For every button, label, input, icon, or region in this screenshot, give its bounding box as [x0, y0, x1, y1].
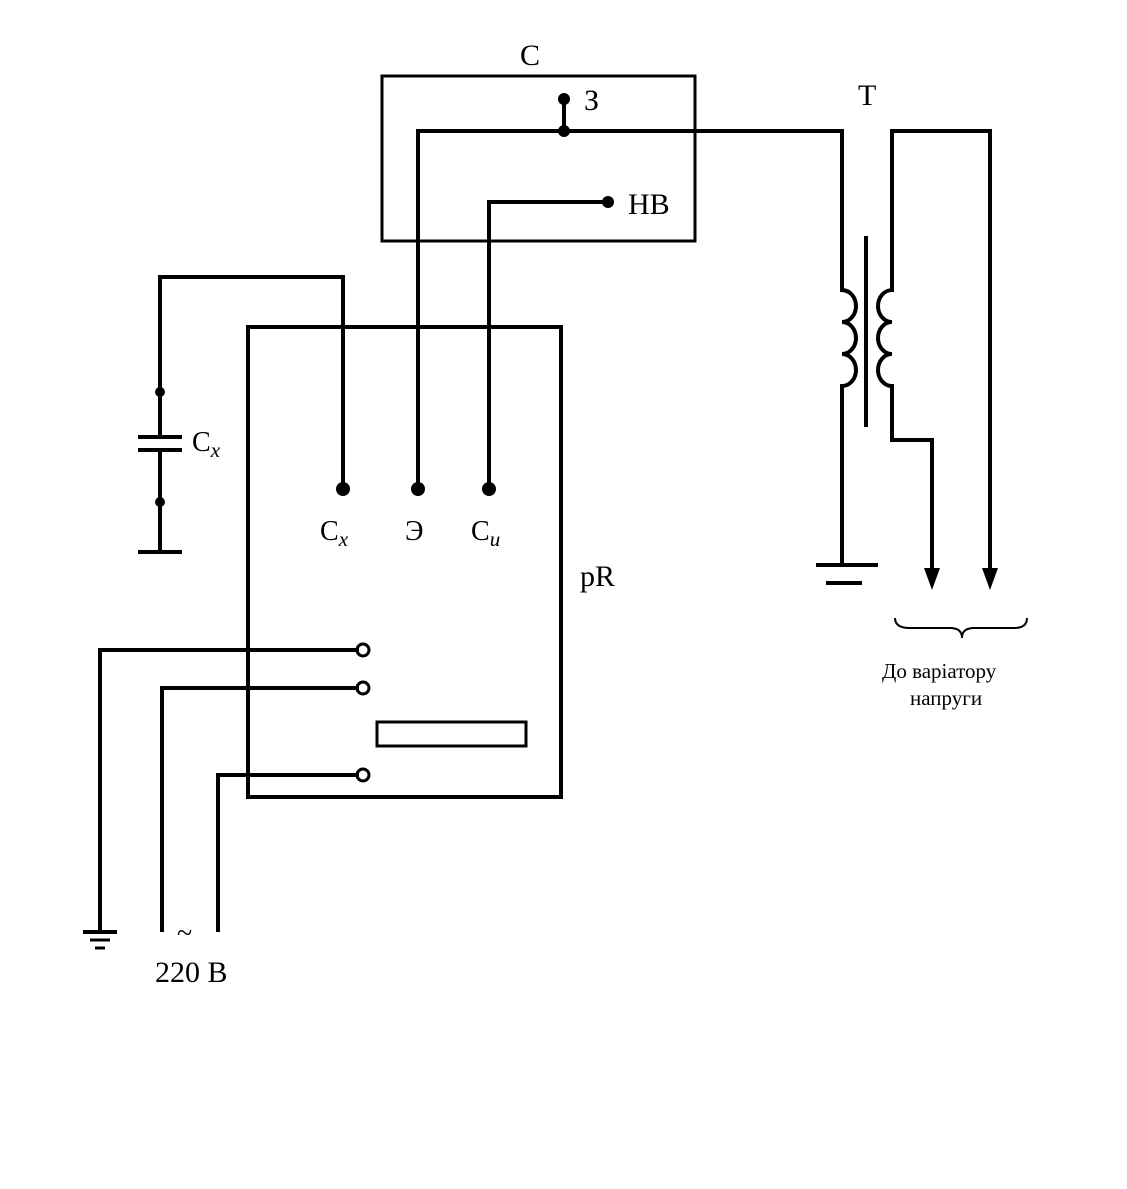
- device-label: pR: [580, 560, 615, 593]
- terminal-e: [411, 482, 425, 496]
- wire-ground: [98, 648, 359, 934]
- device-box: [246, 325, 563, 799]
- brace: [894, 617, 1028, 639]
- mains-tilde: ~: [177, 918, 192, 949]
- capacitor-label: Cx: [192, 427, 221, 462]
- terminal-cn-label: Cи: [471, 516, 500, 551]
- terminal-cx-label: Cx: [320, 516, 349, 551]
- indicator-strip: [375, 720, 528, 748]
- wire-e: [416, 129, 844, 491]
- wire-mains-2: [216, 773, 359, 932]
- variator-label-line1: До варіатору: [882, 659, 997, 683]
- wire-secondary-top: [890, 129, 992, 572]
- arrow-down: [982, 568, 998, 590]
- wire-mains-1: [160, 686, 359, 932]
- bridge-label: C: [520, 39, 540, 72]
- transformer-label: T: [858, 79, 876, 112]
- bridge-box: [380, 74, 697, 243]
- terminal-e-label: Э: [405, 516, 423, 547]
- transformer-primary-coil: [839, 287, 858, 567]
- variator-label-line2: напруги: [910, 686, 982, 710]
- wire-cn: [487, 200, 610, 491]
- transformer-secondary-coil: [876, 287, 934, 572]
- mains-voltage-label: 220 В: [155, 956, 228, 989]
- terminal-cn: [482, 482, 496, 496]
- hv-terminal-label: HB: [628, 188, 670, 221]
- wire-cx: [158, 275, 345, 491]
- ground-terminal-label: З: [584, 84, 599, 117]
- arrow-down: [924, 568, 940, 590]
